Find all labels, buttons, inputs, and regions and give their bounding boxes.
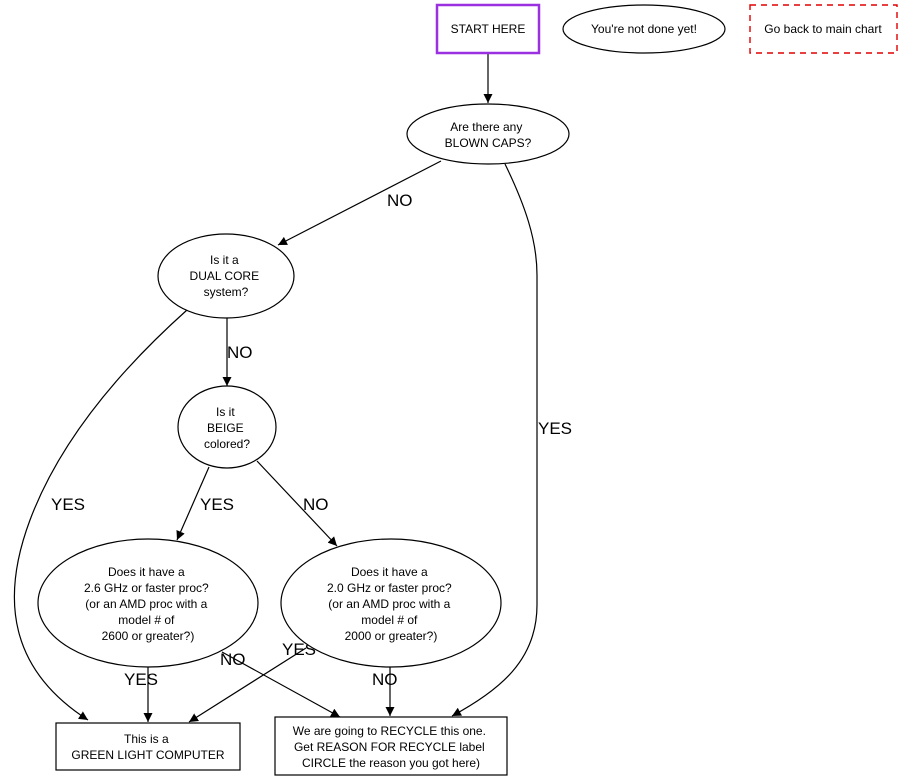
edge-label-beige-no: NO (303, 495, 329, 514)
edge-p26-no (221, 651, 341, 718)
legend: START HERE You're not done yet! Go back … (435, 3, 898, 55)
legend-go-back[interactable]: Go back to main chart (749, 4, 898, 54)
not-done-ellipse (562, 4, 726, 54)
edge-caps-yes (451, 163, 538, 717)
proc-20-text: Does it have a 2.0 GHz or faster proc? (… (327, 565, 455, 643)
edges: NO YES NO YES YES NO YES NO YES NO (13, 54, 572, 723)
edge-label-dual-no: NO (227, 343, 253, 362)
node-blown-caps[interactable]: Are there any BLOWN CAPS? (406, 103, 570, 165)
edge-label-caps-yes: YES (538, 419, 572, 438)
blown-caps-text: Are there any BLOWN CAPS? (445, 120, 532, 150)
legend-not-done: You're not done yet! (562, 4, 726, 54)
blown-caps-ellipse (406, 103, 570, 165)
edge-label-caps-no: NO (387, 191, 413, 210)
node-proc-20[interactable]: Does it have a 2.0 GHz or faster proc? (… (280, 538, 502, 668)
start-here-label: START HERE (451, 22, 526, 36)
node-recycle[interactable]: We are going to RECYCLE this one. Get RE… (274, 716, 508, 776)
not-done-label: You're not done yet! (591, 22, 697, 36)
edge-label-beige-yes: YES (200, 495, 234, 514)
node-beige[interactable]: Is it BEIGE colored? (177, 385, 277, 469)
edge-beige-yes (176, 466, 210, 541)
node-green-light[interactable]: This is a GREEN LIGHT COMPUTER (55, 722, 241, 771)
green-light-box (55, 722, 241, 771)
proc-20-ellipse (280, 538, 502, 668)
proc-26-ellipse (37, 538, 259, 668)
edge-caps-no (277, 160, 442, 246)
green-light-text: This is a GREEN LIGHT COMPUTER (71, 732, 224, 762)
legend-start-here[interactable]: START HERE (435, 3, 541, 55)
edge-label-p20-no: NO (372, 670, 398, 689)
edge-label-p26-no: NO (220, 650, 246, 669)
go-back-box (749, 4, 898, 54)
edge-label-p26-yes: YES (124, 670, 158, 689)
edge-p20-yes (188, 647, 307, 723)
edge-dual-yes (13, 309, 188, 721)
edge-label-dual-yes: YES (51, 495, 85, 514)
dual-core-text: Is it a DUAL CORE system? (190, 253, 263, 299)
start-here-box (435, 3, 541, 55)
edge-beige-no (256, 460, 338, 547)
recycle-box (274, 716, 508, 776)
proc-26-text: Does it have a 2.6 GHz or faster proc? (… (84, 565, 212, 643)
node-dual-core[interactable]: Is it a DUAL CORE system? (157, 233, 295, 319)
node-proc-26[interactable]: Does it have a 2.6 GHz or faster proc? (… (37, 538, 259, 668)
beige-ellipse (177, 385, 277, 469)
dual-core-ellipse (157, 233, 295, 319)
go-back-label: Go back to main chart (764, 22, 882, 36)
recycle-text: We are going to RECYCLE this one. Get RE… (293, 724, 490, 770)
beige-text: Is it BEIGE colored? (204, 405, 250, 451)
